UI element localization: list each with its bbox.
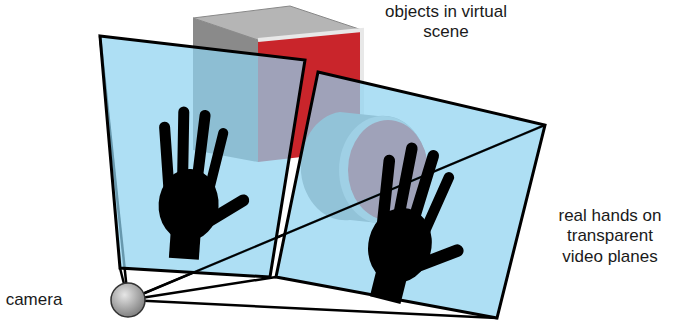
callout-label: real hands on transparent video planes	[551, 206, 669, 267]
video-plane	[128, 72, 545, 318]
view-lines	[100, 36, 545, 318]
camera-sphere	[111, 283, 145, 317]
video-plane	[100, 36, 305, 277]
callout-label: objects in virtual scene	[385, 2, 507, 43]
callout-label: camera	[4, 290, 64, 310]
